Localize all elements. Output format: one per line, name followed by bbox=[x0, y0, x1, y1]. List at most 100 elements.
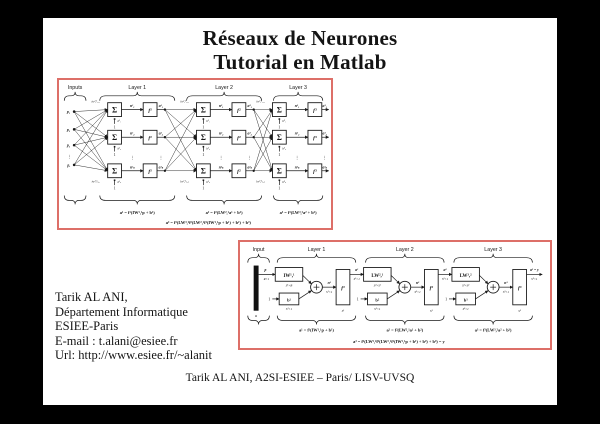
d1-l2-f2: f² bbox=[237, 135, 241, 141]
d1-l2-sum1: Σ bbox=[201, 105, 206, 114]
d1-l1-a1: a¹₁ bbox=[159, 104, 163, 108]
d1-formulas: a¹ = f¹(IW¹,¹p + b¹) a² = f²(LW²,¹a¹ + b… bbox=[120, 210, 317, 225]
d2-l3-bias: b³ bbox=[464, 297, 468, 302]
d1-l2-b2: b²₂ bbox=[206, 147, 211, 151]
d1-input-fan bbox=[73, 108, 109, 172]
d1-l3-n3: n³ₛ bbox=[295, 165, 300, 169]
d2-bottom-braces bbox=[247, 315, 533, 325]
d2-formula-layer3: a³ = f³(LW³,²a² + b³) bbox=[475, 327, 512, 332]
d1-l2-sum3: Σ bbox=[201, 167, 206, 176]
d1-l2-a3: a²ₛ bbox=[247, 165, 252, 169]
d2-l2-bias-dim: S²×1 bbox=[374, 307, 381, 311]
d1-l1-f2: f¹ bbox=[148, 135, 152, 141]
d1-l1-b1: b¹₁ bbox=[118, 119, 122, 123]
title-line-2: Tutorial en Matlab bbox=[213, 50, 387, 74]
d2-l1-n: n¹ bbox=[328, 281, 332, 285]
d1-top-braces bbox=[63, 91, 324, 101]
detailed-network-svg: Inputs Layer 1 Layer 2 Layer 3 p₁ p₂ p₃ … bbox=[63, 85, 330, 225]
d1-l1-a3: a¹ₛ bbox=[159, 165, 164, 169]
d1-input-vdots: ⋮ bbox=[67, 154, 71, 160]
d1-input-p1: p₁ bbox=[66, 110, 70, 114]
d1-layer1-label: Layer 1 bbox=[128, 85, 146, 91]
d1-l1-sum2: Σ bbox=[112, 133, 117, 142]
d2-l1-n-dim: S¹×1 bbox=[326, 290, 333, 294]
d1-input-p3: p₃ bbox=[66, 144, 71, 148]
d2-formula-layer2: a² = f²(LW²,¹a¹ + b²) bbox=[386, 327, 423, 332]
d2-l3-n: n³ bbox=[504, 281, 508, 285]
author-department: Département Informatique bbox=[55, 304, 188, 319]
d1-l1-bias2-one: 1 bbox=[114, 152, 116, 157]
d1-l2-n2: n²₂ bbox=[219, 132, 224, 136]
d2-l2-weight-dim: S²×S¹ bbox=[374, 284, 381, 288]
d1-layer3-label: Layer 3 bbox=[289, 85, 307, 91]
d2-l2-n-dim: S²×1 bbox=[414, 290, 421, 294]
d1-l2-weight-bot: lw²,¹ₛ,ₛ bbox=[180, 180, 190, 185]
d1-l3-bias2-one: 1 bbox=[278, 152, 280, 157]
d1-l2-bias2-one: 1 bbox=[202, 152, 204, 157]
d1-layer2-group: lw²,¹₁,₁ lw²,¹ₛ,ₛ Σ Σ Σ n²₁ n²₂ n²ₛ f² f… bbox=[180, 100, 254, 191]
d2-layer3-group: LW³,² S³×S² b³ S³×1 1 n³ S³×1 f³ S³ a³ =… bbox=[445, 267, 543, 313]
d1-l1-n2: n¹₂ bbox=[130, 132, 135, 136]
d1-formula-layer1: a¹ = f¹(IW¹,¹p + b¹) bbox=[120, 210, 156, 215]
d2-layer3-label: Layer 3 bbox=[484, 247, 502, 253]
d2-layer1-label: Layer 1 bbox=[308, 247, 326, 253]
input-vector-bar bbox=[253, 265, 259, 311]
d2-l1-f: f¹ bbox=[341, 285, 345, 291]
d1-l1-vdots-n: ⋮ bbox=[130, 155, 134, 161]
d1-l1-sum3: Σ bbox=[112, 167, 117, 176]
d1-l1-bias1-one: 1 bbox=[114, 124, 116, 129]
author-institution: ESIEE-Paris bbox=[55, 319, 119, 333]
d1-l1-a2: a¹₂ bbox=[159, 132, 164, 136]
d1-l3-n2: n³₂ bbox=[295, 132, 300, 136]
d1-l1-sum1: Σ bbox=[112, 105, 117, 114]
d1-formula-combined: a³ = f³(LW³,²f²(LW²,¹f¹(IW¹,¹p + b¹) + b… bbox=[166, 220, 252, 225]
d1-l2-vdots-n: ⋮ bbox=[219, 155, 223, 161]
d1-l3-b1: b³₁ bbox=[282, 119, 286, 123]
d2-formulas: a¹ = f¹(IW¹,¹p + b¹) a² = f²(LW²,¹a¹ + b… bbox=[299, 327, 512, 344]
d2-formula-combined: a³ = f³(LW³,²f²(LW²,¹f¹(IW¹,¹p + b¹) + b… bbox=[353, 339, 445, 344]
d1-fan-l1-l2 bbox=[163, 107, 197, 173]
d1-l2-a1: a²₁ bbox=[248, 104, 252, 108]
d2-l3-a-dim: S³×1 bbox=[531, 277, 538, 281]
d1-l3-weight-top: lw³,²₁,₁ bbox=[256, 100, 265, 105]
d1-layer1-group: iw¹,¹₁,₁ iw¹,¹ₛ,ᵣ Σ Σ Σ n¹₁ n¹₂ n¹ₛ f¹ f… bbox=[92, 100, 165, 191]
d1-l2-n3: n²ₛ bbox=[219, 165, 224, 169]
d1-l1-b2: b¹₂ bbox=[118, 147, 123, 151]
d1-l1-bias3-one: 1 bbox=[114, 186, 116, 191]
d1-l2-bias3-one: 1 bbox=[202, 186, 204, 191]
d1-l2-bias1-one: 1 bbox=[202, 124, 204, 129]
d1-l3-sum3: Σ bbox=[277, 167, 282, 176]
d2-p-label: p bbox=[263, 268, 266, 272]
d1-inputs-label: Inputs bbox=[68, 85, 83, 91]
d2-l2-weight: LW²,¹ bbox=[371, 273, 383, 279]
d1-l2-vdots-a: ⋮ bbox=[248, 155, 252, 161]
slide-page: Réseaux de Neurones Tutorial en Matlab I… bbox=[43, 18, 557, 405]
d1-layer2-label: Layer 2 bbox=[215, 85, 233, 91]
d2-l2-f: f² bbox=[430, 285, 434, 291]
d2-l1-s: S¹ bbox=[342, 309, 345, 313]
d2-l1-weight: IW¹,¹ bbox=[284, 273, 295, 279]
d1-headers: Inputs Layer 1 Layer 2 Layer 3 bbox=[68, 85, 307, 91]
d2-top-braces bbox=[247, 253, 533, 263]
d1-l1-weight-top: iw¹,¹₁,₁ bbox=[92, 100, 101, 105]
d2-layer2-label: Layer 2 bbox=[396, 247, 414, 253]
d2-l1-bias-dim: S¹×1 bbox=[286, 307, 293, 311]
d1-l3-sum1: Σ bbox=[277, 105, 282, 114]
d1-l2-sum2: Σ bbox=[201, 133, 206, 142]
d2-l1-one: 1 bbox=[268, 298, 270, 302]
d1-l3-a1: a³₁ bbox=[323, 104, 327, 108]
d1-l1-weight-bot: iw¹,¹ₛ,ᵣ bbox=[92, 180, 101, 185]
d2-formula-layer1: a¹ = f¹(IW¹,¹p + b¹) bbox=[299, 327, 334, 332]
d1-l3-n1: n³₁ bbox=[295, 104, 300, 108]
d1-input-pR: pᵣ bbox=[66, 163, 70, 167]
block-network-diagram: Input Layer 1 Layer 2 Layer 3 p R×1 R IW bbox=[238, 240, 552, 350]
d2-r-label: R bbox=[254, 314, 257, 318]
d2-l1-weight-dim: S¹×R bbox=[286, 284, 293, 288]
d1-input-p2: p₂ bbox=[66, 128, 71, 132]
author-email: E-mail : t.alani@esiee.fr bbox=[55, 333, 178, 348]
d1-l3-f2: f³ bbox=[313, 135, 317, 141]
d2-l2-bias: b² bbox=[375, 297, 379, 302]
d1-l1-vdots-a: ⋮ bbox=[159, 155, 163, 161]
d1-fan-l2-l3 bbox=[252, 107, 274, 173]
